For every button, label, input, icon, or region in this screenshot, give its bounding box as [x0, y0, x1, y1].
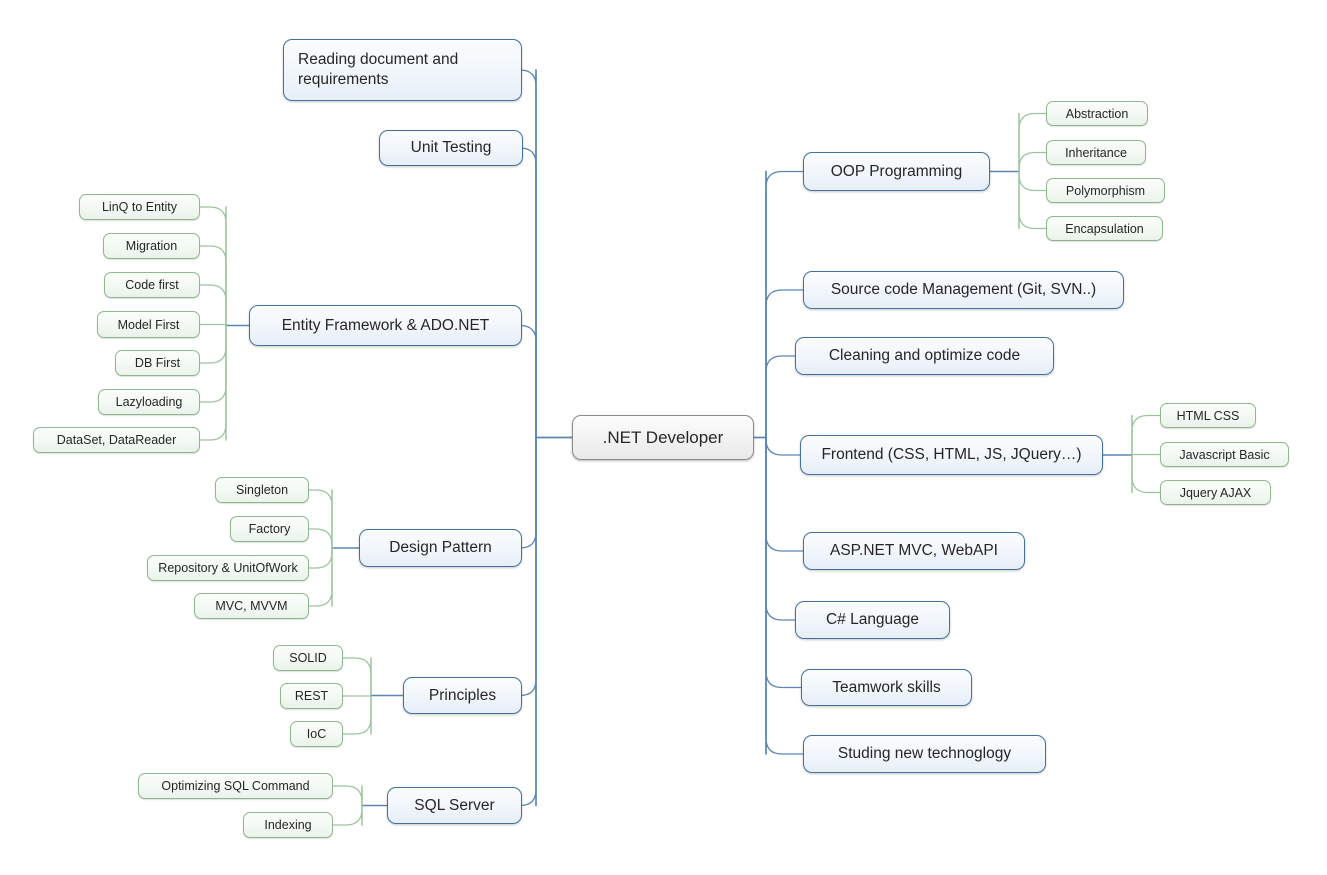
leaf-label: Factory — [248, 522, 291, 536]
leaf-linq-to-entity[interactable]: LinQ to Entity — [79, 194, 200, 220]
leaf-polymorphism[interactable]: Polymorphism — [1046, 178, 1165, 203]
leaf-model-first[interactable]: Model First — [97, 311, 200, 338]
leaf-label: DataSet, DataReader — [56, 433, 177, 447]
leaf-label: Abstraction — [1065, 106, 1129, 121]
leaf-solid[interactable]: SOLID — [273, 645, 343, 671]
root-node-label: .NET Developer — [602, 427, 724, 447]
leaf-mvc-mvvm[interactable]: MVC, MVVM — [194, 593, 309, 619]
leaf-dataset-datareader[interactable]: DataSet, DataReader — [33, 427, 200, 453]
branch-label: Reading document and requirements — [298, 50, 459, 88]
root-node[interactable]: .NET Developer — [572, 415, 754, 460]
leaf-inheritance[interactable]: Inheritance — [1046, 140, 1146, 165]
leaf-javascript-basic[interactable]: Javascript Basic — [1160, 442, 1289, 467]
branch-cleaning-optimize-code[interactable]: Cleaning and optimize code — [795, 337, 1054, 375]
leaf-optimizing-sql-command[interactable]: Optimizing SQL Command — [138, 773, 333, 799]
leaf-html-css[interactable]: HTML CSS — [1160, 403, 1256, 428]
leaf-singleton[interactable]: Singleton — [215, 477, 309, 503]
leaf-label: Encapsulation — [1065, 221, 1144, 236]
branch-label: Teamwork skills — [832, 678, 941, 696]
leaf-lazyloading[interactable]: Lazyloading — [98, 389, 200, 415]
branch-sql-server[interactable]: SQL Server — [387, 787, 522, 824]
branch-label: ASP.NET MVC, WebAPI — [830, 542, 998, 559]
branch-frontend[interactable]: Frontend (CSS, HTML, JS, JQuery…) — [800, 435, 1103, 475]
branch-csharp-language[interactable]: C# Language — [795, 601, 950, 639]
branch-label: Design Pattern — [389, 539, 492, 556]
leaf-label: Singleton — [235, 483, 289, 497]
leaf-ioc[interactable]: IoC — [290, 721, 343, 747]
leaf-label: Polymorphism — [1065, 183, 1146, 198]
branch-design-pattern[interactable]: Design Pattern — [359, 529, 522, 567]
branch-label: Source code Management (Git, SVN..) — [830, 281, 1097, 298]
branch-principles[interactable]: Principles — [403, 677, 522, 714]
leaf-db-first[interactable]: DB First — [115, 350, 200, 376]
branch-label: Principles — [428, 686, 497, 704]
leaf-label: Lazyloading — [115, 395, 183, 409]
leaf-label: Repository & UnitOfWork — [158, 561, 298, 575]
leaf-label: DB First — [134, 356, 181, 370]
leaf-encapsulation[interactable]: Encapsulation — [1046, 216, 1163, 241]
branch-reading-document[interactable]: Reading document and requirements — [283, 39, 522, 101]
branch-unit-testing[interactable]: Unit Testing — [379, 130, 523, 166]
branch-label: Unit Testing — [410, 139, 492, 156]
branch-oop-programming[interactable]: OOP Programming — [803, 152, 990, 191]
branch-label: C# Language — [825, 611, 920, 628]
leaf-label: Code first — [125, 278, 179, 292]
branch-studing-new-technoglogy[interactable]: Studing new technoglogy — [803, 735, 1046, 773]
branch-label: Cleaning and optimize code — [828, 347, 1021, 364]
leaf-rest[interactable]: REST — [280, 683, 343, 709]
branch-source-code-management[interactable]: Source code Management (Git, SVN..) — [803, 271, 1124, 309]
leaf-label: REST — [294, 689, 329, 703]
leaf-label: Model First — [117, 317, 180, 332]
leaf-abstraction[interactable]: Abstraction — [1046, 101, 1148, 126]
leaf-migration[interactable]: Migration — [103, 233, 200, 259]
leaf-label: Optimizing SQL Command — [161, 779, 310, 793]
leaf-jquery-ajax[interactable]: Jquery AJAX — [1160, 480, 1271, 505]
leaf-code-first[interactable]: Code first — [104, 272, 200, 298]
branch-label: Frontend (CSS, HTML, JS, JQuery…) — [821, 446, 1082, 463]
leaf-label: SOLID — [289, 651, 327, 665]
branch-entity-framework[interactable]: Entity Framework & ADO.NET — [249, 305, 522, 346]
leaf-label: Jquery AJAX — [1179, 485, 1252, 500]
branch-label: Entity Framework & ADO.NET — [281, 316, 490, 334]
leaf-label: Inheritance — [1065, 145, 1127, 160]
leaf-label: Migration — [125, 239, 178, 253]
leaf-factory[interactable]: Factory — [230, 516, 309, 542]
leaf-label: Javascript Basic — [1179, 447, 1270, 462]
branch-label: SQL Server — [414, 796, 495, 814]
leaf-label: HTML CSS — [1176, 408, 1240, 423]
leaf-label: IoC — [306, 727, 327, 741]
leaf-repository-unitofwork[interactable]: Repository & UnitOfWork — [147, 555, 309, 581]
branch-label: Studing new technoglogy — [837, 745, 1012, 762]
leaf-label: MVC, MVVM — [215, 599, 288, 613]
leaf-label: LinQ to Entity — [101, 200, 178, 214]
leaf-label: Indexing — [264, 818, 312, 832]
branch-teamwork-skills[interactable]: Teamwork skills — [801, 669, 972, 706]
branch-aspnet-mvc-webapi[interactable]: ASP.NET MVC, WebAPI — [803, 532, 1025, 570]
leaf-indexing[interactable]: Indexing — [243, 812, 333, 838]
branch-label: OOP Programming — [830, 162, 963, 180]
